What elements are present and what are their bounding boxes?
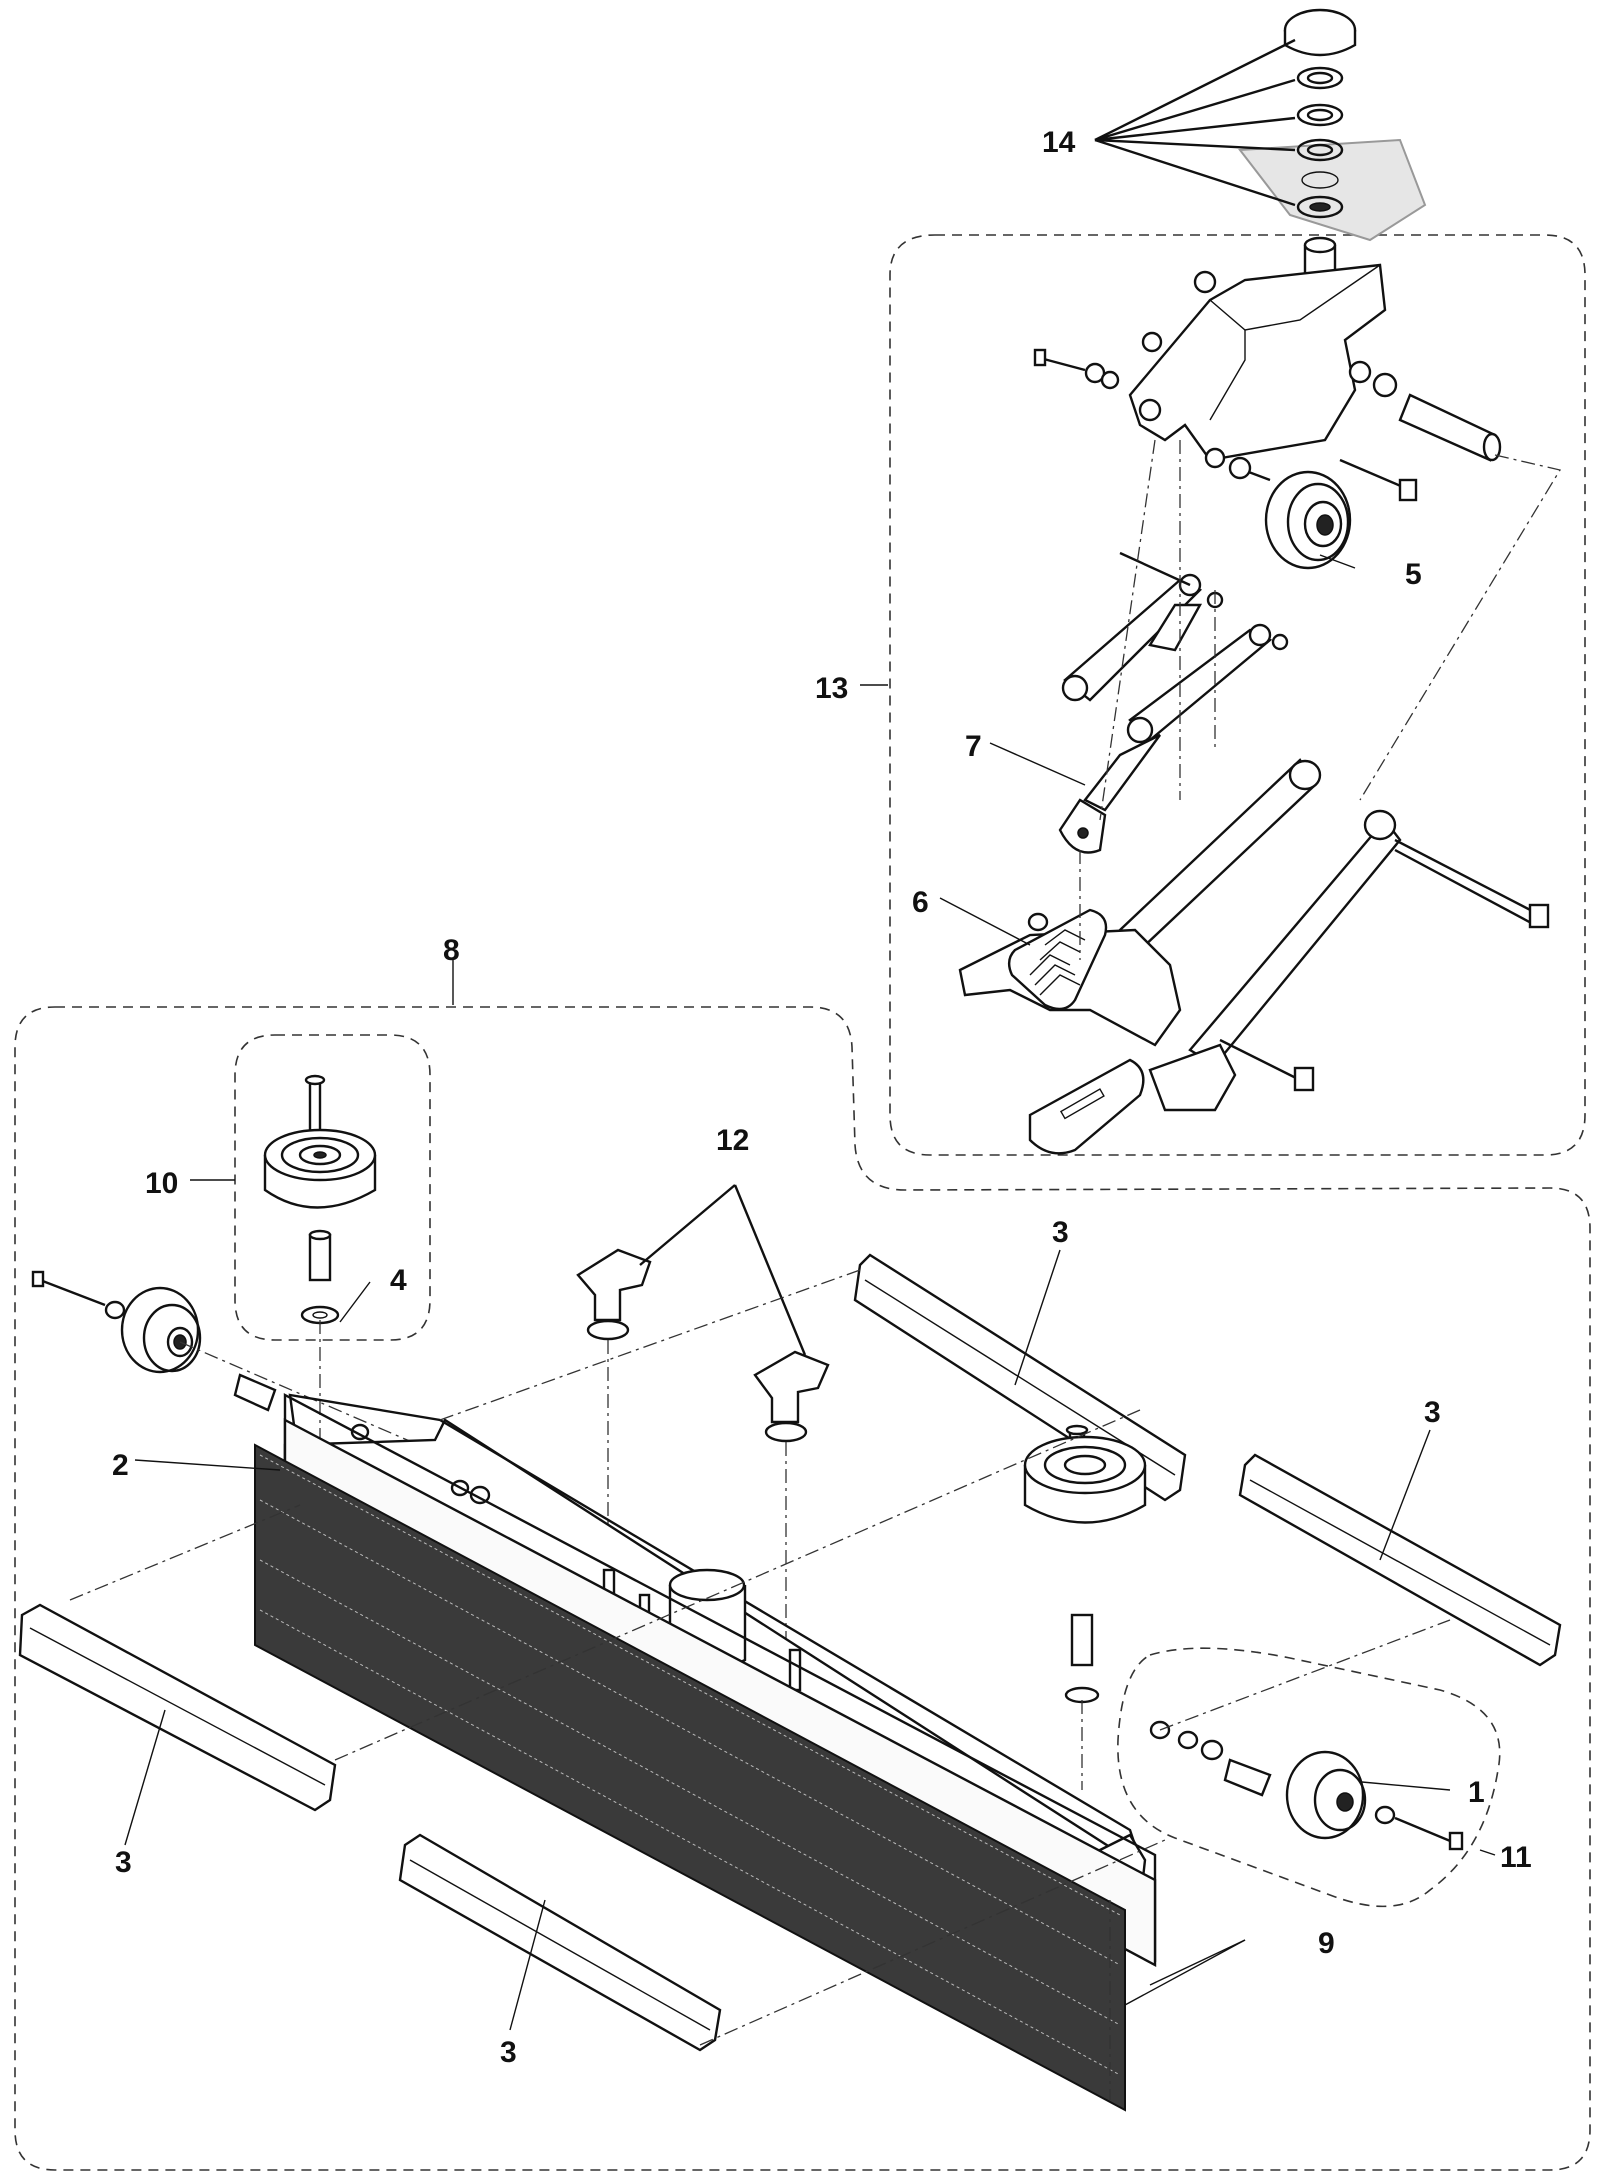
callout-10: 10 xyxy=(145,1167,178,1200)
squeegee-blades xyxy=(254,1418,1157,2112)
callout-11: 11 xyxy=(1500,1841,1532,1874)
group-11-outline xyxy=(1117,1647,1501,1908)
callout-3d: 3 xyxy=(1424,1396,1441,1429)
callout-3b: 3 xyxy=(500,2036,517,2069)
rail-right xyxy=(1238,1453,1562,1667)
callout-5: 5 xyxy=(1405,558,1422,591)
callout-1: 1 xyxy=(1468,1776,1485,1809)
group-8-outline xyxy=(14,1006,1591,2171)
callout-2: 2 xyxy=(112,1449,129,1482)
right-wheel-center xyxy=(1023,1424,1147,1790)
callout-13: 13 xyxy=(815,672,848,705)
callout-14: 14 xyxy=(1042,126,1076,159)
callout-9: 9 xyxy=(1318,1927,1335,1960)
cap-bearing-stack xyxy=(1094,8,1427,292)
callout-3a: 3 xyxy=(115,1846,132,1879)
callout-3c: 3 xyxy=(1052,1216,1069,1249)
callout-12: 12 xyxy=(716,1124,749,1157)
group-13-outline xyxy=(889,234,1586,1156)
t-knobs xyxy=(576,1184,830,1660)
callout-4: 4 xyxy=(390,1264,407,1297)
leader-lines xyxy=(124,554,1496,2031)
rail-lower-center xyxy=(398,1833,722,2052)
group-10-outline xyxy=(234,1034,431,1341)
callout-7: 7 xyxy=(965,730,982,763)
wheel-subassembly-11 xyxy=(1149,1619,1464,1851)
pedal-linkage-assembly xyxy=(958,263,1562,1155)
rail-left xyxy=(18,1603,337,1812)
callout-8: 8 xyxy=(443,934,460,967)
wheel-subassembly-10 xyxy=(263,1074,377,1470)
callout-6: 6 xyxy=(912,886,929,919)
